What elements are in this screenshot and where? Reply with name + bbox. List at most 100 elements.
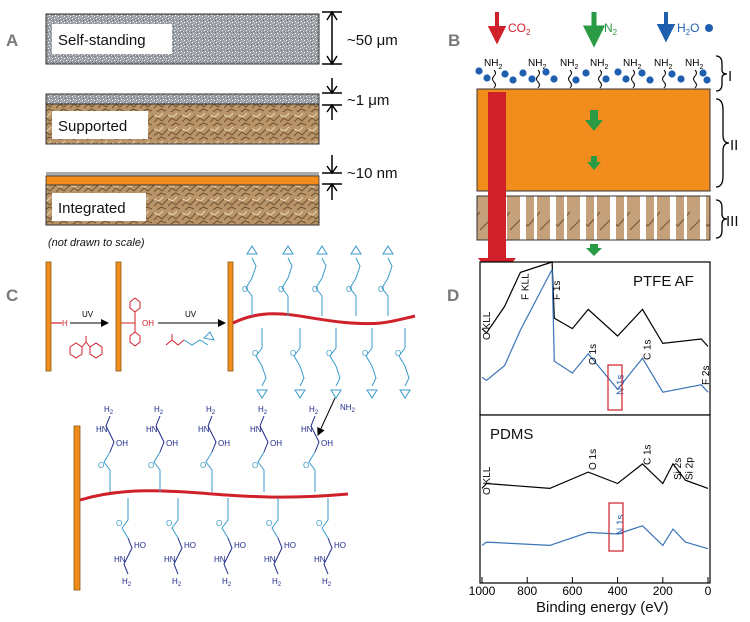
peak-annotation: N 1s bbox=[615, 374, 626, 395]
primary-amine-label-sub: 2 bbox=[315, 410, 319, 416]
brace-region-1 bbox=[715, 55, 728, 92]
thickness-label-3: ~10 nm bbox=[347, 165, 397, 182]
water-molecule bbox=[542, 68, 550, 76]
water-molecule bbox=[572, 76, 580, 84]
epoxide-ring-icon bbox=[382, 245, 394, 255]
primary-amine-label-main: H bbox=[258, 405, 264, 414]
nh2-group-sub: 2 bbox=[637, 64, 641, 71]
carbonyl-o-label: O bbox=[378, 285, 384, 294]
primary-amine-label-sub: 2 bbox=[278, 582, 282, 588]
epoxide-ring-icon bbox=[330, 389, 342, 399]
epoxide-ring-icon bbox=[256, 389, 268, 399]
nh2-group-label: NH2 bbox=[623, 58, 641, 71]
carbonyl-o-label: O bbox=[216, 519, 222, 528]
amine-chain-down bbox=[173, 537, 183, 575]
amine-chain-down bbox=[123, 537, 133, 575]
epoxy-chain-down bbox=[398, 328, 410, 387]
thickness-label-2: ~1 μm bbox=[347, 92, 389, 109]
epoxide-ring-icon bbox=[366, 389, 378, 399]
nh2-linker bbox=[693, 69, 697, 89]
brace-region-3 bbox=[715, 199, 728, 239]
water-molecule bbox=[703, 76, 711, 84]
uv-label-2: UV bbox=[185, 310, 197, 319]
carbonyl-o-label: O bbox=[326, 349, 332, 358]
nh2-linker bbox=[492, 69, 496, 89]
carbonyl-o-label: O bbox=[252, 461, 258, 470]
amine-arrow bbox=[317, 397, 336, 436]
water-molecule bbox=[550, 75, 558, 83]
integrated-label: Integrated bbox=[58, 200, 126, 217]
peak-annotation: O KLL bbox=[482, 311, 493, 340]
x-tick-label: 0 bbox=[705, 584, 712, 598]
peak-annotation: O KLL bbox=[482, 466, 493, 495]
thickness-bracket-3 bbox=[322, 155, 342, 200]
water-molecule bbox=[519, 69, 527, 77]
nh2-group-label: NH2 bbox=[654, 58, 672, 71]
carbonyl-o-label: O bbox=[316, 519, 322, 528]
x-axis-label: Binding energy (eV) bbox=[536, 599, 669, 616]
carbonyl-o-label: O bbox=[266, 519, 272, 528]
nh2-group-sub: 2 bbox=[699, 64, 703, 71]
water-molecule bbox=[677, 75, 685, 83]
secondary-amine-label: HN bbox=[301, 425, 313, 434]
hydroxyl-label: HO bbox=[134, 541, 146, 550]
n2-arrow-small-3 bbox=[586, 244, 602, 256]
primary-amine-label: H2 bbox=[206, 405, 216, 416]
epoxy-chain-down bbox=[293, 328, 305, 387]
ester-linker-down bbox=[221, 498, 229, 539]
nh2-group-sub: 2 bbox=[542, 64, 546, 71]
primary-amine-label: H2 bbox=[322, 577, 332, 588]
amine-chain-up bbox=[310, 415, 320, 453]
thickness-arrows-3 bbox=[326, 165, 338, 192]
nh2-group-label: NH2 bbox=[685, 58, 703, 71]
carbonyl-o-label: O bbox=[290, 349, 296, 358]
ptfe-title: PTFE AF bbox=[633, 273, 694, 290]
nh2-linker bbox=[536, 69, 540, 89]
carbonyl-o-label: O bbox=[362, 349, 368, 358]
secondary-amine-label: HN bbox=[314, 555, 326, 564]
pdms-n1s-highlight bbox=[608, 502, 624, 552]
carbonyl-o-label: O bbox=[252, 349, 258, 358]
amine-side-chains: OOHHNH2OOHHNH2OOHHNH2OOHHNH2OOHHNH2OHOHN… bbox=[96, 405, 346, 588]
co2-permeation-bar bbox=[488, 92, 506, 260]
thickness-bracket-1 bbox=[322, 11, 342, 65]
secondary-amine-label: HN bbox=[214, 555, 226, 564]
panel-d-letter: D bbox=[447, 286, 459, 305]
pdms-plot-frame bbox=[479, 414, 711, 584]
brace-region-2 bbox=[715, 98, 730, 188]
x-tick-label: 1000 bbox=[469, 584, 496, 598]
glycidyl-methacrylate-icon bbox=[165, 331, 215, 346]
h2o-label-h: H bbox=[677, 21, 686, 35]
nh2-group-label: NH2 bbox=[590, 58, 608, 71]
integrated-top-film bbox=[46, 172, 319, 176]
self-standing-label-bg bbox=[52, 24, 172, 54]
carbonyl-o-label: O bbox=[200, 461, 206, 470]
primary-amine-label-main: H bbox=[322, 577, 328, 586]
epoxide-ring-icon bbox=[399, 389, 411, 399]
nh2-group-text: NH bbox=[560, 58, 574, 69]
primary-amine-label: H2 bbox=[172, 577, 182, 588]
primary-amine-label: H2 bbox=[104, 405, 114, 416]
water-molecule bbox=[528, 75, 536, 83]
primary-amine-label: H2 bbox=[258, 405, 268, 416]
nh2-group-label: NH2 bbox=[560, 58, 578, 71]
co2-label-name: CO bbox=[508, 21, 526, 35]
peak-annotation: Si 2s bbox=[673, 458, 684, 480]
peak-annotation: O 1s bbox=[588, 449, 599, 470]
primary-amine-label-sub: 2 bbox=[212, 410, 216, 416]
amine-chain-up bbox=[105, 415, 115, 453]
secondary-amine-label: HN bbox=[198, 425, 210, 434]
epoxy-chain-down bbox=[329, 328, 341, 387]
polymer-backbone-top bbox=[232, 312, 416, 326]
ester-linker-down bbox=[271, 498, 279, 539]
h2o-label-sub: 2 bbox=[686, 28, 691, 37]
n2-arrow-small-1 bbox=[585, 110, 603, 131]
primary-amine-label-main: H bbox=[122, 577, 128, 586]
thickness-arrows-2 bbox=[326, 85, 338, 113]
secondary-amine-label: HN bbox=[250, 425, 262, 434]
amine-reagent-label: NH2 bbox=[340, 403, 356, 414]
co2-arrow bbox=[487, 12, 507, 45]
